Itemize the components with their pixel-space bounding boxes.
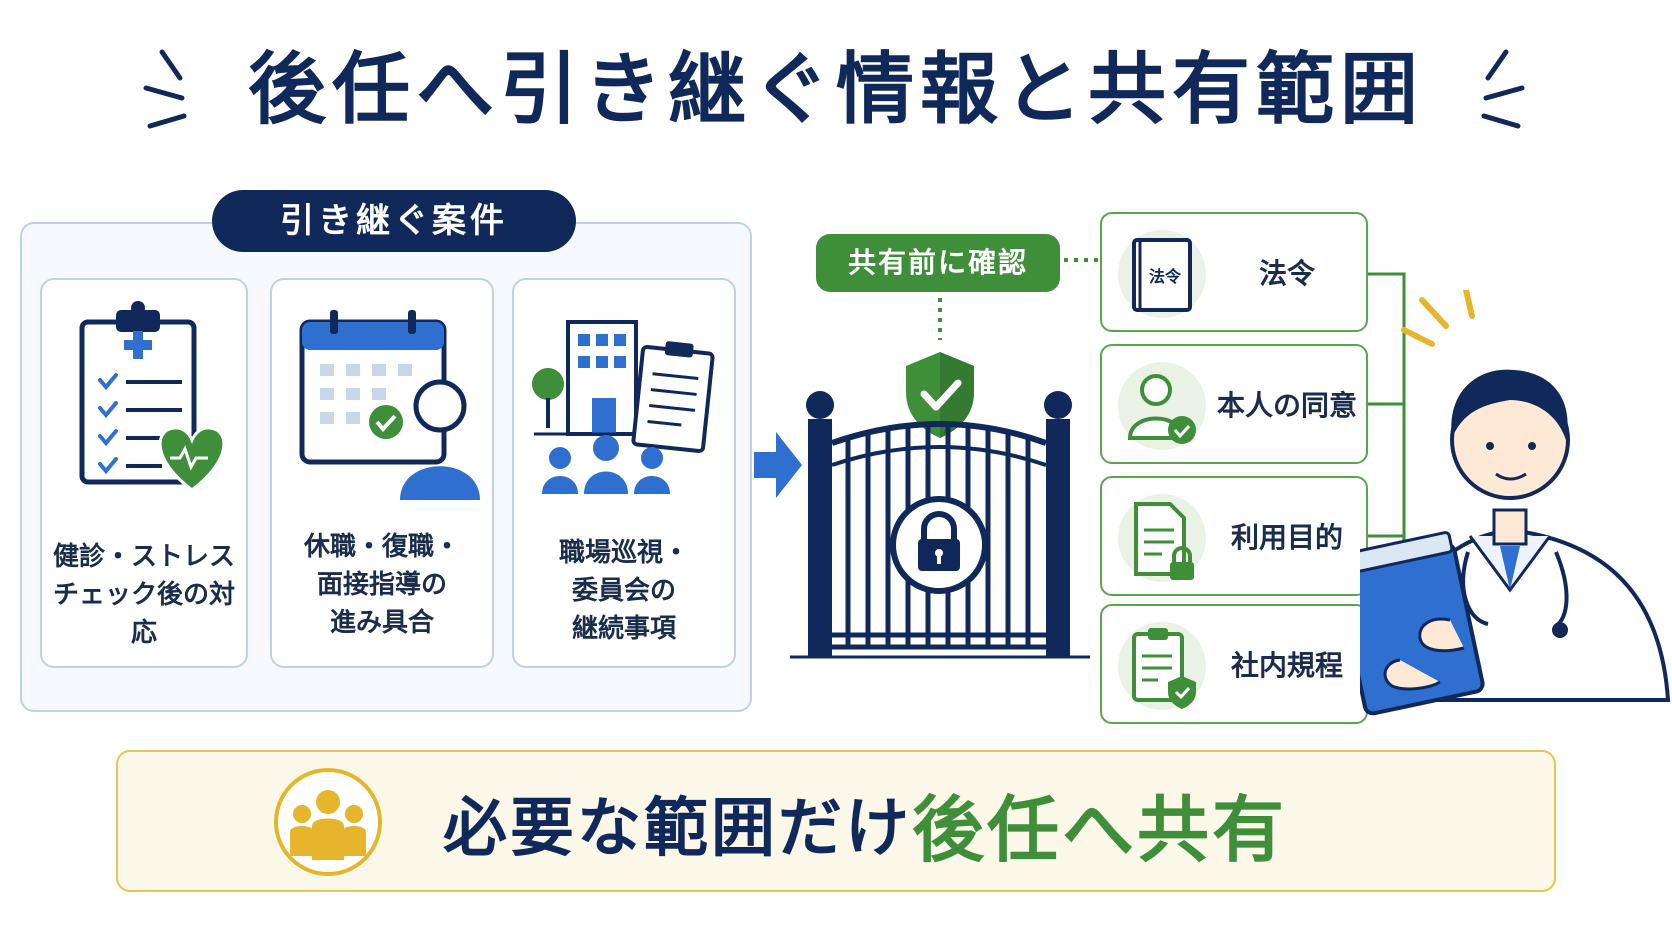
clipboard-health-icon xyxy=(79,301,226,492)
person-consent-icon xyxy=(1118,362,1206,450)
requirement-law: 法令 法令 xyxy=(1100,212,1368,332)
dotted-connector-horizontal xyxy=(1064,258,1100,262)
summary-banner: 必要な範囲だけ 後任へ共有 xyxy=(116,750,1556,892)
case-card-health-check: 健診・ストレス チェック後の対応 xyxy=(40,278,248,668)
requirement-consent: 本人の同意 xyxy=(1100,344,1368,464)
document-lock-icon xyxy=(1118,494,1206,582)
summary-message: 必要な範囲だけ 後任へ共有 xyxy=(443,752,1287,894)
book-label: 法令 xyxy=(1149,267,1182,286)
confirm-before-sharing-label: 共有前に確認 xyxy=(816,234,1060,292)
doctor-reading-icon xyxy=(1360,290,1671,716)
case-label-health-check: 健診・ストレス チェック後の対応 xyxy=(52,542,235,648)
requirement-purpose-label: 利用目的 xyxy=(1230,521,1343,554)
clipboard-shield-icon xyxy=(1118,622,1206,710)
requirement-internal-rules: 社内規程 xyxy=(1100,604,1368,724)
requirement-law-label: 法令 xyxy=(1258,257,1315,290)
dotted-connector-vertical xyxy=(938,298,942,340)
emphasis-lines-right-icon xyxy=(1481,49,1525,129)
requirement-purpose: 利用目的 xyxy=(1100,476,1368,596)
handover-cases-header: 引き継ぐ案件 xyxy=(212,190,576,252)
team-icon xyxy=(274,768,382,876)
law-book-icon: 法令 xyxy=(1118,230,1206,318)
emphasis-lines-left-icon xyxy=(143,49,187,129)
requirement-internal-rules-label: 社内規程 xyxy=(1230,649,1343,682)
arrow-right-icon xyxy=(754,432,802,498)
gate-lock-icon xyxy=(790,391,1090,659)
summary-text-highlight: 後任へ共有 xyxy=(912,787,1288,872)
calendar-person-icon xyxy=(299,310,480,500)
case-card-leave-return: 休職・復職・ 面接指導の 進み具合 xyxy=(270,278,494,668)
page-title: 後任へ引き継ぐ情報と共有範囲 xyxy=(247,45,1424,135)
case-label-leave-return: 休職・復職・ 面接指導の 進み具合 xyxy=(303,532,460,638)
summary-text-main: 必要な範囲だけ xyxy=(443,792,912,866)
requirement-consent-label: 本人の同意 xyxy=(1216,389,1357,422)
shield-check-icon xyxy=(906,352,974,438)
case-card-workplace-committee: 職場巡視・ 委員会の 継続事項 xyxy=(512,278,736,668)
case-label-workplace-committee: 職場巡視・ 委員会の 継続事項 xyxy=(558,538,689,644)
building-team-icon xyxy=(532,320,715,494)
